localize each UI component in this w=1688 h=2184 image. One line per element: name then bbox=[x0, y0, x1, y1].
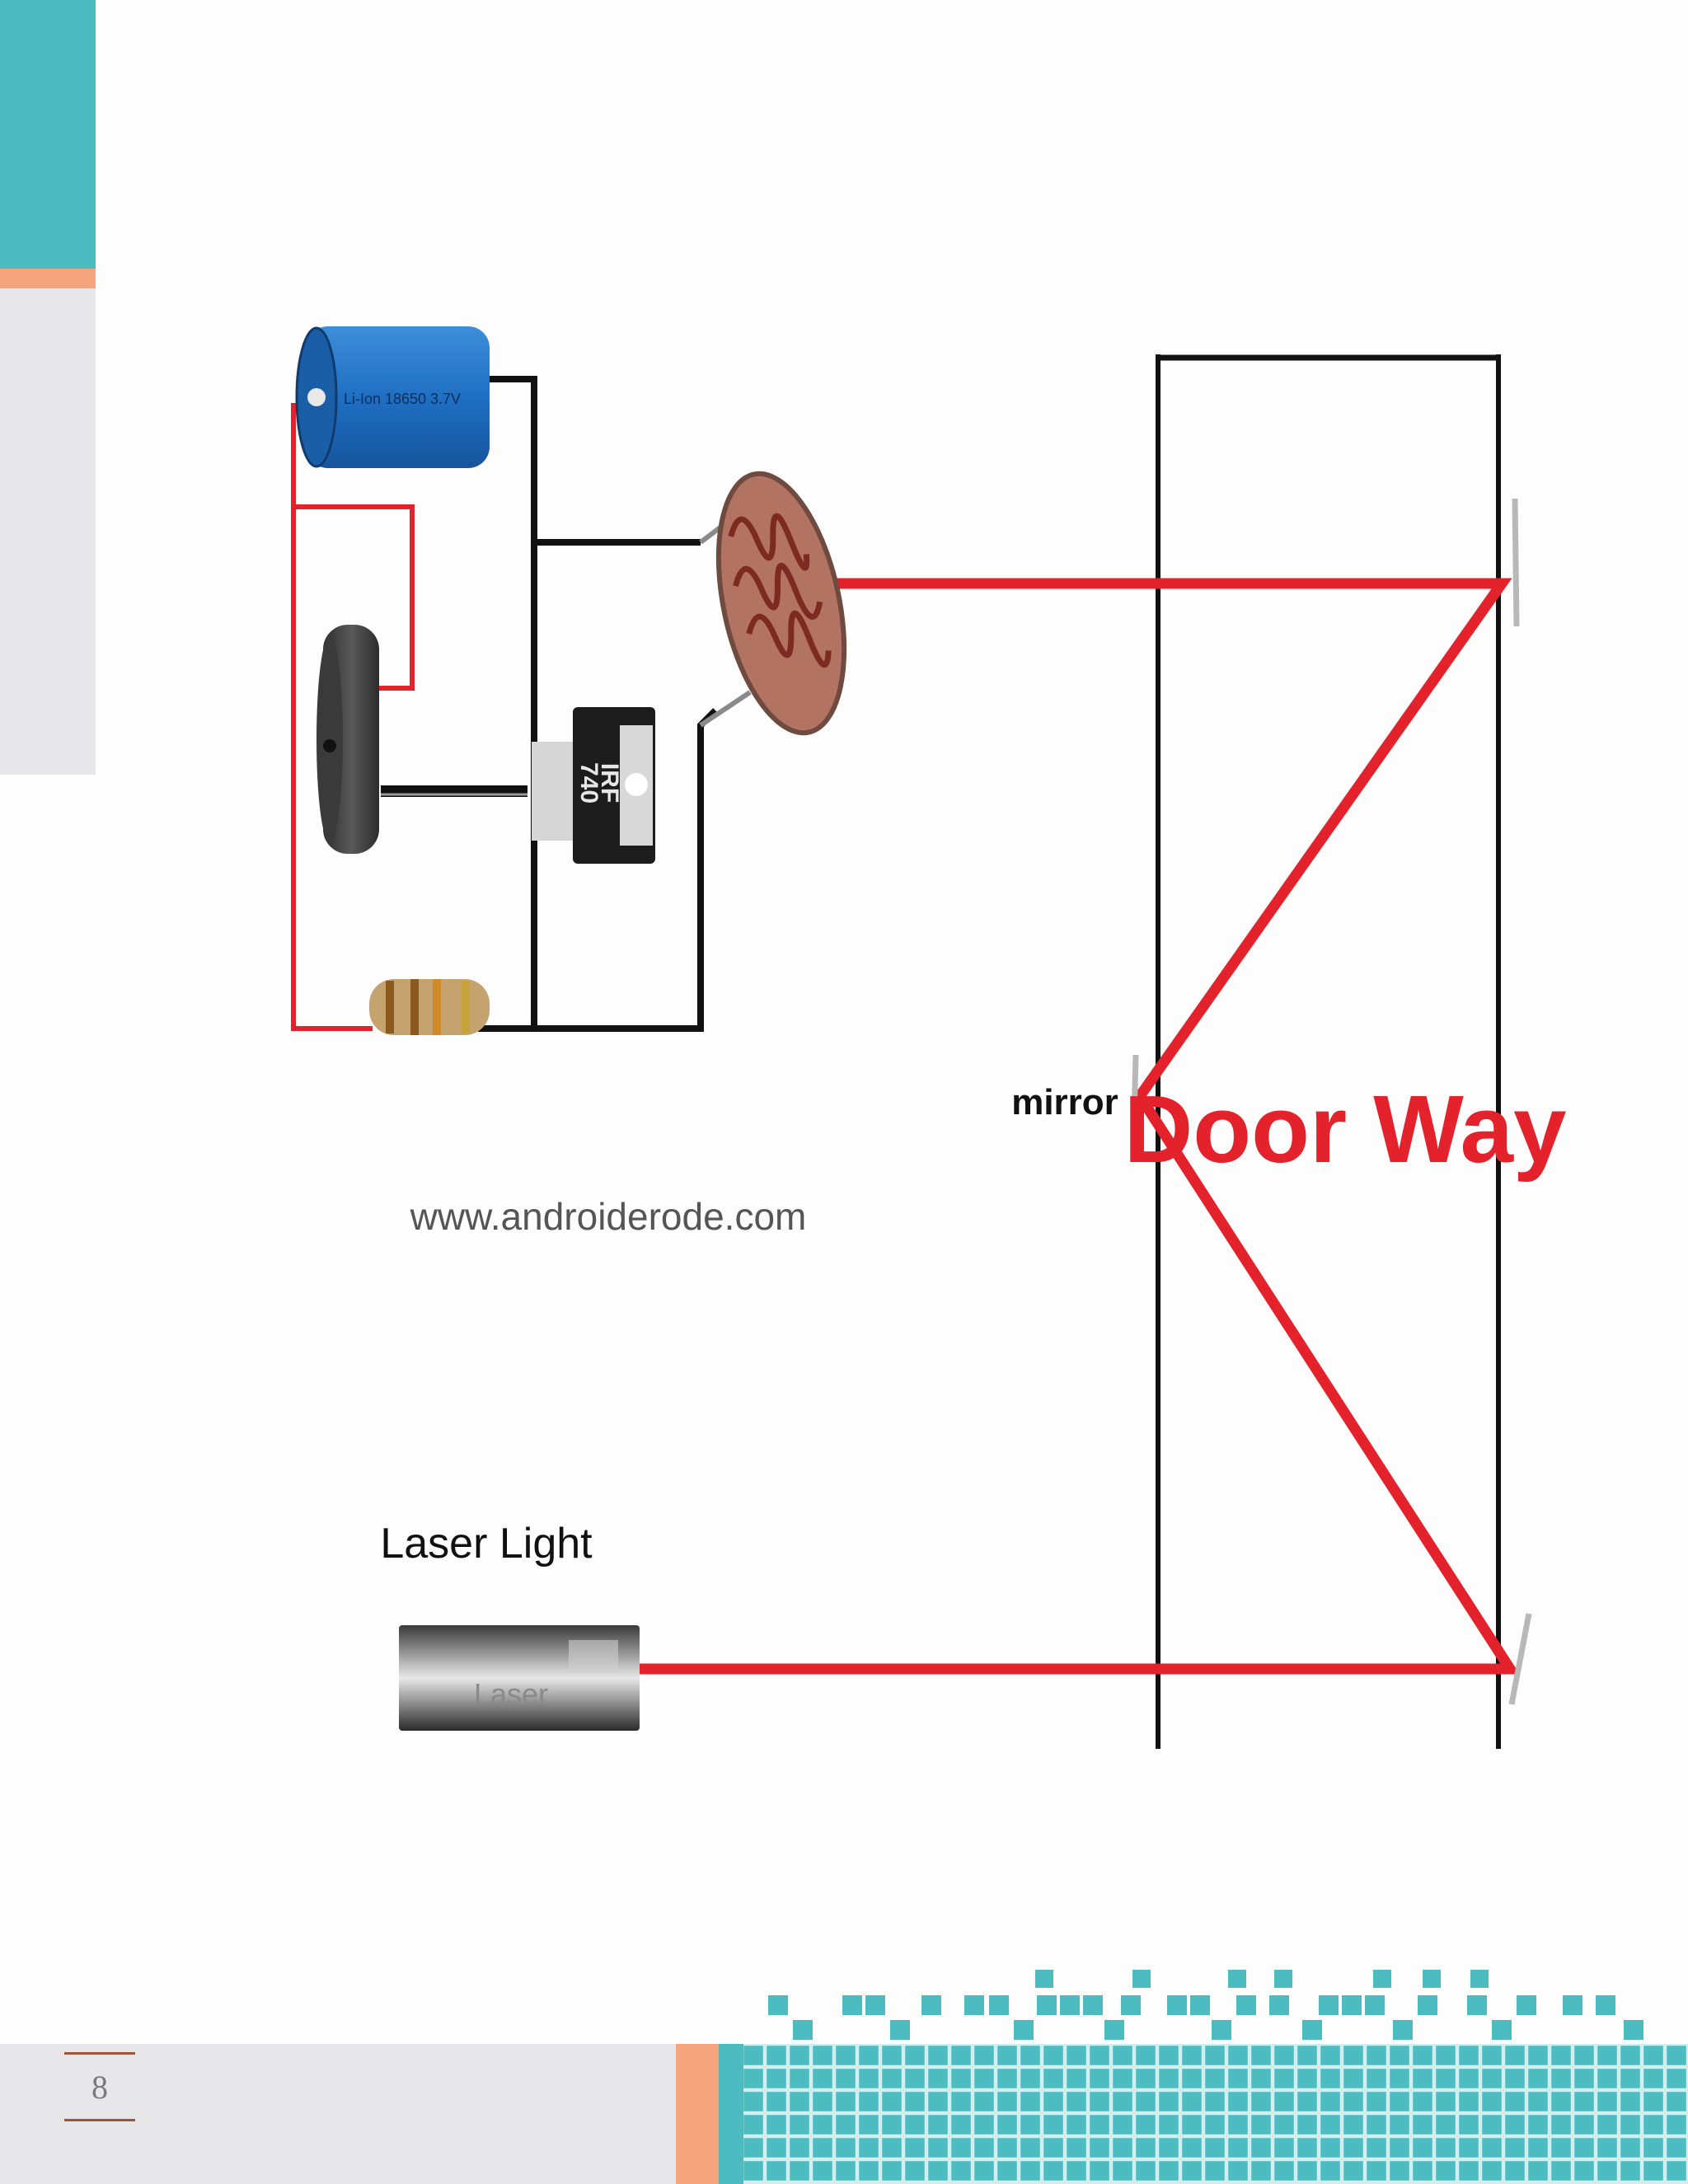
laser-beam bbox=[639, 578, 1520, 1675]
buzzer-icon bbox=[316, 625, 528, 854]
footer-teal-pattern bbox=[719, 2044, 1688, 2184]
page-number: 8 bbox=[64, 2052, 135, 2121]
transistor-icon: IRF 740 bbox=[532, 707, 655, 864]
mirror-label: mirror bbox=[1011, 1082, 1118, 1122]
battery-icon: Li-Ion 18650 3.7V bbox=[295, 326, 490, 468]
footer-grey-band bbox=[0, 2044, 676, 2184]
svg-text:Laser: Laser bbox=[474, 1677, 548, 1711]
header-orange-strip bbox=[0, 269, 96, 288]
footer-orange-strip bbox=[676, 2044, 719, 2184]
resistor-icon bbox=[369, 979, 490, 1035]
svg-text:740: 740 bbox=[575, 762, 603, 804]
mirror-icon bbox=[1130, 498, 1532, 1705]
circuit-black-wires bbox=[478, 376, 718, 1032]
footer-pixel-squares bbox=[768, 1970, 1643, 2040]
door-frame bbox=[1156, 354, 1501, 1749]
svg-text:IRF: IRF bbox=[596, 763, 623, 803]
footer-grid-pattern bbox=[743, 2044, 1688, 2184]
watermark-url: www.androiderode.com bbox=[410, 1195, 807, 1238]
page-number-text: 8 bbox=[91, 2068, 108, 2106]
side-grey-tab bbox=[0, 288, 96, 775]
header-teal-tab bbox=[0, 0, 96, 269]
laser-light-label: Laser Light bbox=[380, 1520, 593, 1568]
door-way-label: Door Way bbox=[1123, 1076, 1566, 1183]
ldr-icon bbox=[699, 471, 847, 736]
svg-text:Li-Ion 18650 3.7V: Li-Ion 18650 3.7V bbox=[344, 391, 461, 407]
laser-icon: Laser bbox=[399, 1625, 640, 1731]
